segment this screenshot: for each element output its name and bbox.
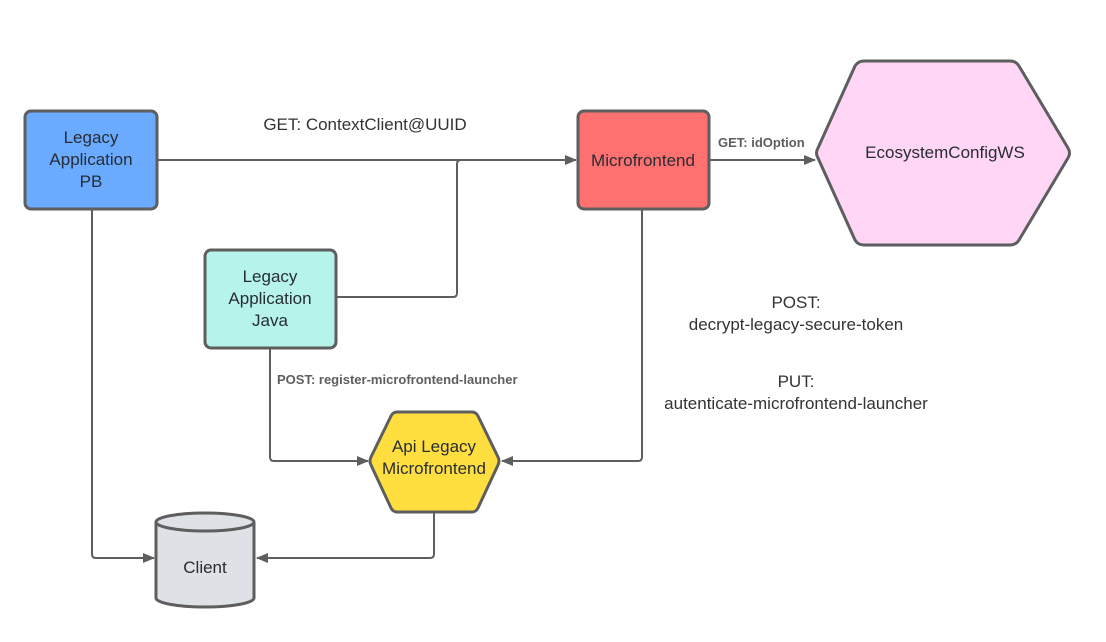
edge-label-post: POST: — [771, 293, 820, 312]
edge-label-post-register: POST: register-microfrontend-launcher — [277, 372, 518, 387]
edge-label-microfrontend-to-api: POST: decrypt-legacy-secure-token PUT: a… — [664, 293, 928, 413]
edge-java-to-microfrontend[interactable] — [336, 159, 462, 298]
node-client[interactable]: Client — [154, 511, 256, 609]
edge-label-get-contextclient: GET: ContextClient@UUID — [263, 115, 466, 134]
edge-api-legacy-to-client[interactable] — [256, 512, 435, 563]
node-label-line: Application — [228, 289, 311, 308]
node-label-line: Legacy — [64, 128, 119, 147]
edge-pb-to-client[interactable] — [91, 209, 155, 563]
edge-label-put: PUT: — [778, 372, 815, 391]
node-api-legacy-microfrontend[interactable]: Api Legacy Microfrontend — [368, 410, 501, 514]
node-label-line: Java — [252, 311, 288, 330]
node-label-line: Client — [183, 558, 227, 577]
node-ecosystemconfigws[interactable]: EcosystemConfigWS — [815, 59, 1071, 247]
node-legacy-application-java[interactable]: Legacy Application Java — [203, 248, 338, 350]
edge-label-get-idoption: GET: idOption — [718, 135, 805, 150]
node-label-line: Microfrontend — [382, 459, 486, 478]
edge-label-decrypt-token: decrypt-legacy-secure-token — [689, 315, 903, 334]
edge-label-autenticate-launcher: autenticate-microfrontend-launcher — [664, 394, 928, 413]
node-label-line: Microfrontend — [591, 151, 695, 170]
node-label-line: EcosystemConfigWS — [865, 143, 1025, 162]
node-label-line: PB — [80, 172, 103, 191]
node-label-line: Legacy — [243, 267, 298, 286]
node-microfrontend[interactable]: Microfrontend — [576, 109, 711, 211]
node-legacy-application-pb[interactable]: Legacy Application PB — [23, 109, 159, 211]
node-label-line: Application — [49, 150, 132, 169]
node-label-line: Api Legacy — [392, 437, 477, 456]
edge-java-to-api-legacy[interactable] — [269, 348, 369, 466]
edge-microfrontend-to-api-legacy[interactable] — [501, 209, 643, 466]
